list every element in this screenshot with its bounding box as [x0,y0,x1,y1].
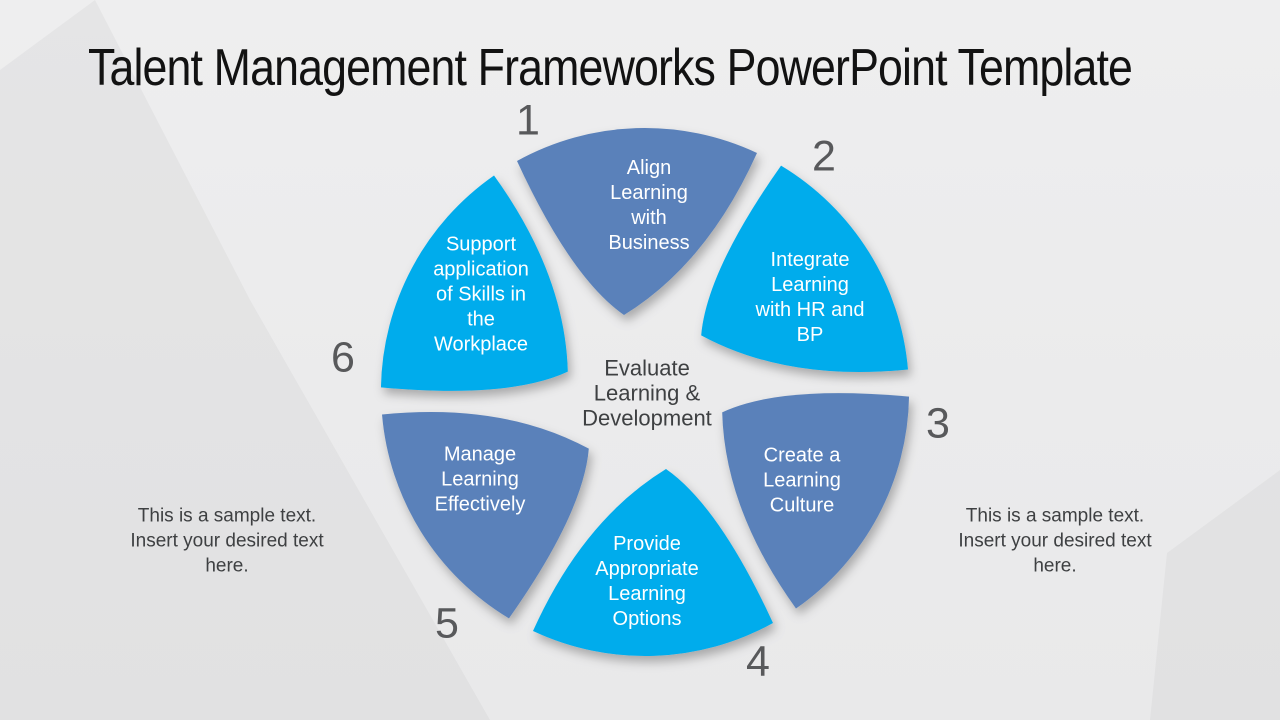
segment-6-number: 6 [331,333,355,382]
slide-title: Talent Management Frameworks PowerPoint … [87,39,1133,97]
segment-6-label: Support application of Skills in the Wor… [433,233,529,356]
segment-4-number: 4 [746,637,770,686]
segment-1-label: Align Learning with Business [608,157,690,254]
segment-3-label: Create a Learning Culture [763,444,841,517]
segment-4-label: Provide Appropriate Learning Options [595,533,699,630]
segment-5-shape [382,411,589,619]
cycle-diagram [380,127,910,657]
segment-3-number: 3 [926,399,950,448]
segment-1-number: 1 [516,96,540,145]
segment-1-shape [517,127,757,315]
segment-5-number: 5 [435,599,459,648]
segment-5-label: Manage Learning Effectively [434,443,526,516]
diagram-center-label: Evaluate Learning & Development [582,355,712,431]
segment-4-shape [533,469,773,657]
sample-text-left: This is a sample text. Insert your desir… [130,505,324,577]
segment-2-shape [701,165,908,373]
segment-6-shape [380,175,568,391]
segment-3-shape [722,393,910,609]
segment-2-number: 2 [812,132,836,181]
sample-text-right: This is a sample text. Insert your desir… [958,505,1152,577]
segment-2-label: Integrate Learning with HR and BP [755,249,865,346]
